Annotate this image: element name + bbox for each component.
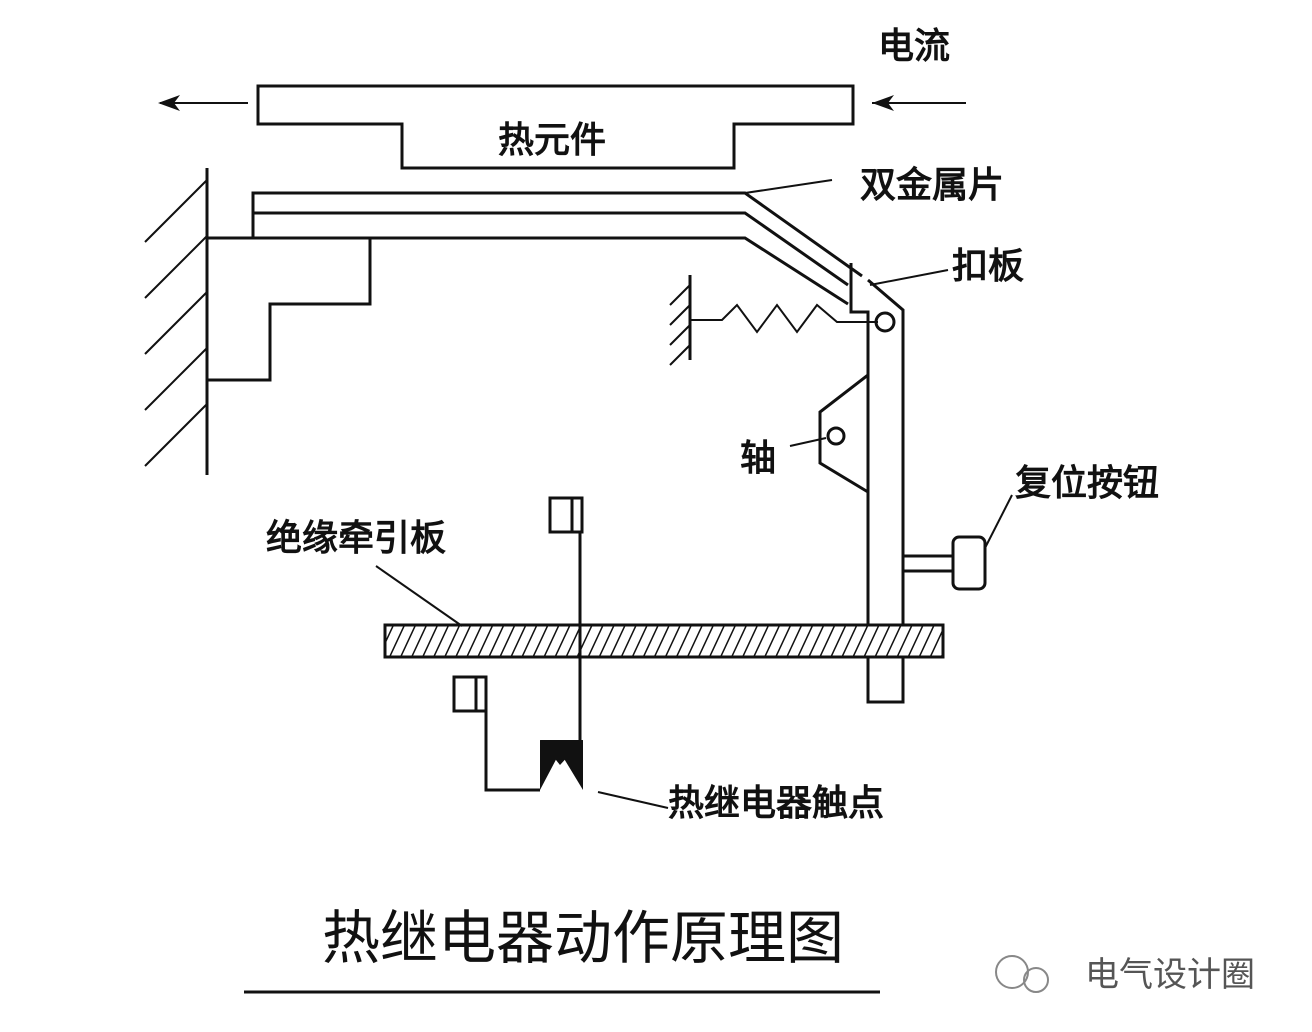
support-block bbox=[207, 236, 372, 382]
reset-button-label: 复位按钮 bbox=[1015, 463, 1159, 504]
wechat-icon bbox=[995, 955, 1029, 989]
bimetal-strip bbox=[207, 179, 863, 306]
fixed-wall bbox=[144, 168, 209, 475]
lower-contact-terminal bbox=[452, 675, 540, 792]
current-in-arrow bbox=[872, 95, 966, 111]
latch-plate-label: 扣板 bbox=[952, 246, 1024, 287]
reset-button-mechanism bbox=[901, 494, 1013, 591]
insulating-pull-plate bbox=[383, 623, 945, 659]
watermark-text: 电气设计圈 bbox=[1085, 955, 1255, 995]
pivot-bracket bbox=[789, 373, 869, 494]
current-out-arrow bbox=[158, 95, 248, 111]
shaft-label: 轴 bbox=[740, 438, 776, 479]
current-label: 电流 bbox=[878, 26, 950, 67]
insulating-pull-plate-label: 绝缘牵引板 bbox=[266, 517, 446, 559]
diagram-title: 热继电器动作原理图 bbox=[322, 904, 844, 972]
heating-element bbox=[256, 84, 855, 170]
heating-element-label: 热元件 bbox=[498, 120, 606, 161]
bimetal-label: 双金属片 bbox=[860, 164, 1004, 206]
upper-contact-terminal bbox=[548, 496, 584, 742]
relay-contact-points bbox=[540, 740, 669, 809]
spring bbox=[669, 275, 878, 366]
relay-contact-label: 热继电器触点 bbox=[668, 783, 884, 824]
watermark: 电气设计圈 bbox=[995, 955, 1255, 995]
